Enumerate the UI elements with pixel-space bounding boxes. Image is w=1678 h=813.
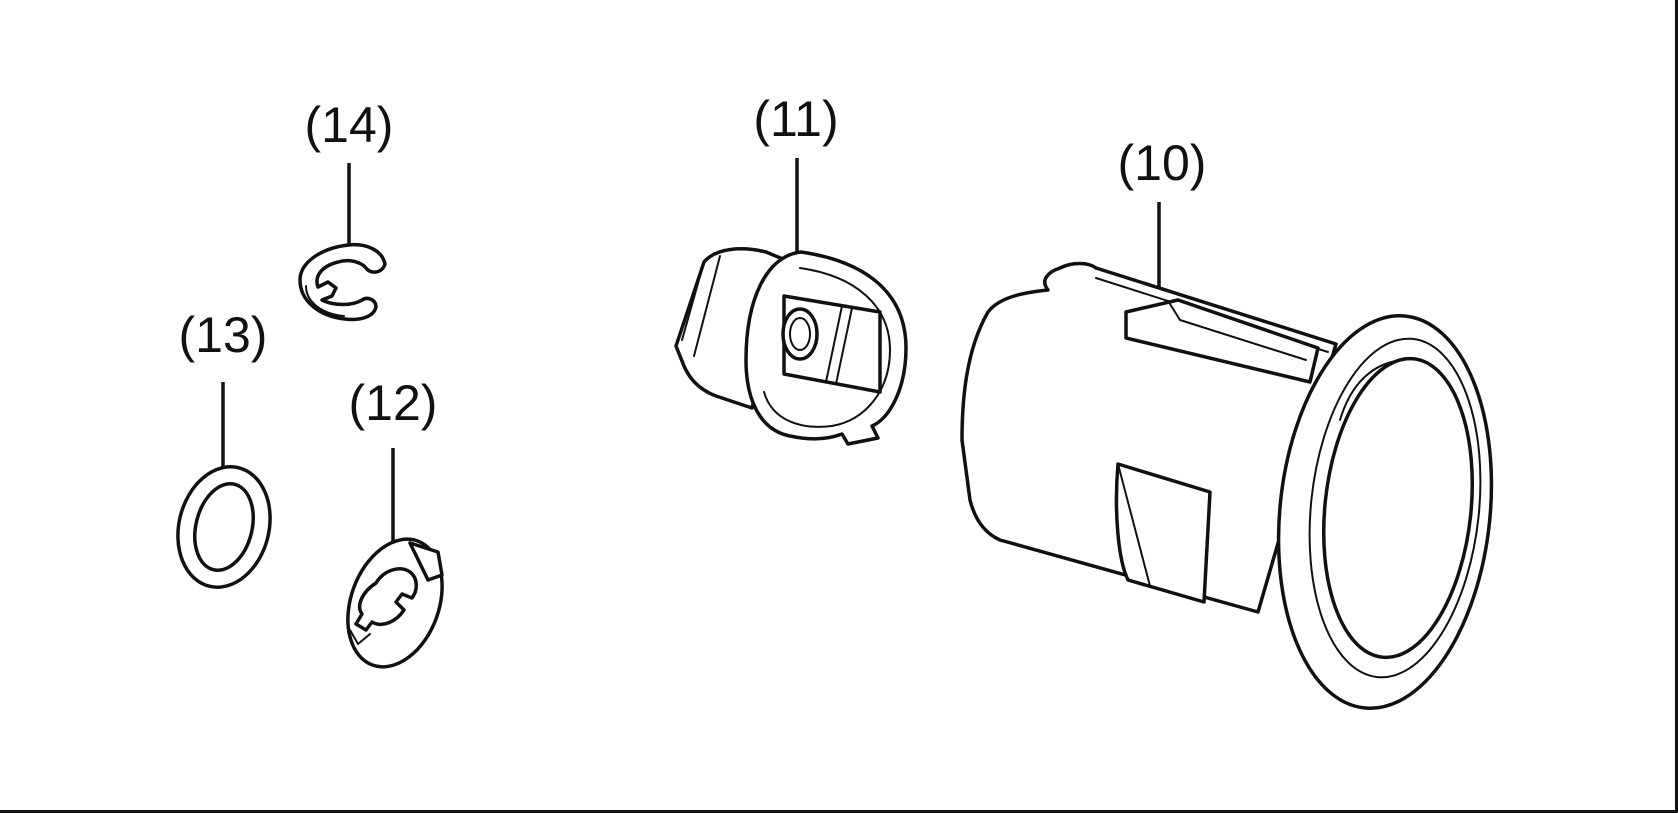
callout-label-10: (10) [1118, 135, 1207, 191]
cam-hub-facet-2 [693, 255, 721, 357]
e-clip-body [298, 242, 387, 322]
part-14-e-clip: (14) [298, 97, 394, 322]
keyed-washer-keyhole [354, 567, 418, 632]
keyed-washer-notch [349, 629, 371, 645]
cylinder-top-slot [1124, 298, 1320, 384]
cylinder-bezel-inner-rim [1308, 337, 1482, 679]
part-10-lock-cylinder: (10) [960, 135, 1494, 710]
keyed-washer-tab [408, 541, 444, 582]
cam-slot-step-2 [835, 307, 853, 385]
e-clip-edge [305, 285, 345, 317]
cylinder-slot-edge [1169, 303, 1307, 361]
cylinder-face-highlight [1339, 359, 1405, 421]
cam-center-bore-inner [789, 317, 811, 351]
cam-center-bore [781, 307, 819, 361]
cylinder-face [1321, 356, 1475, 660]
bottom-border-line [0, 810, 1678, 813]
callout-label-12: (12) [349, 375, 438, 431]
right-border-line [1675, 0, 1678, 813]
cylinder-side-notch [1114, 462, 1212, 604]
cylinder-notch-line [1117, 463, 1151, 587]
part-12-keyed-washer: (12) [346, 375, 444, 669]
cam-slot-step [825, 305, 843, 383]
washer-inner-hole [193, 482, 255, 572]
callout-label-14: (14) [305, 97, 394, 153]
part-11-lock-cam: (11) [674, 91, 908, 446]
callout-label-13: (13) [179, 307, 268, 363]
callout-label-11: (11) [753, 91, 838, 147]
cam-hub-facet-1 [681, 261, 705, 341]
part-13-washer: (13) [176, 307, 272, 589]
